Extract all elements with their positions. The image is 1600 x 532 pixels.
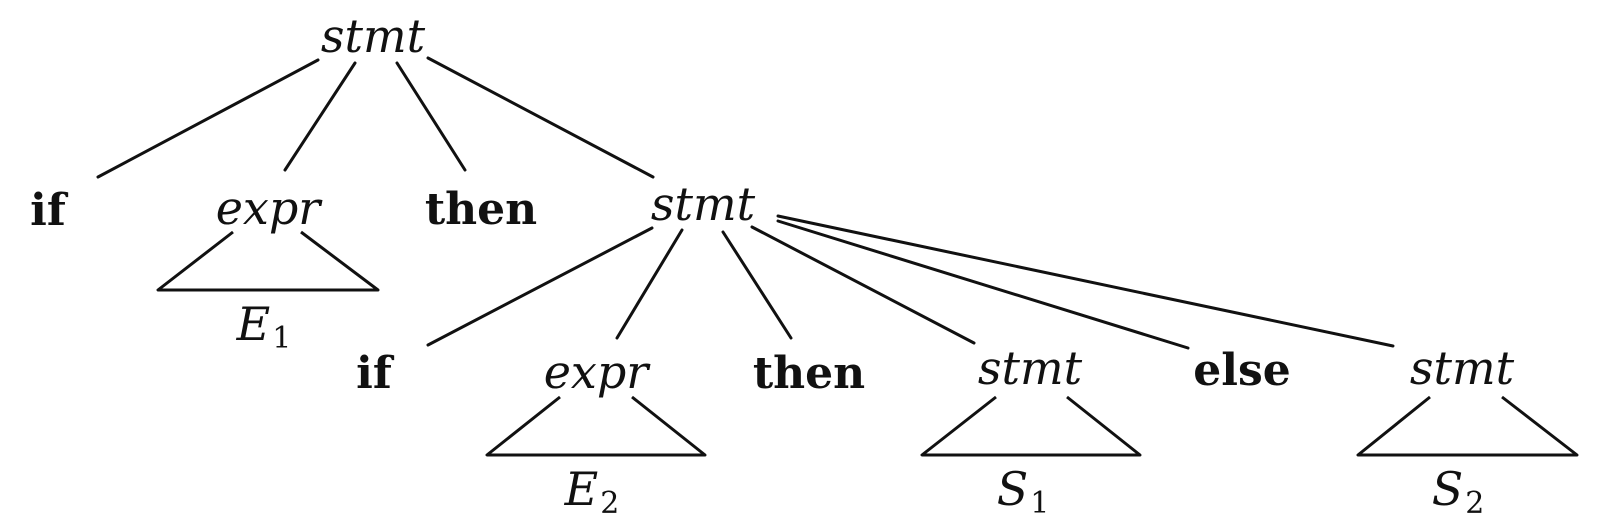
node-inner-stmt: stmt	[651, 177, 756, 231]
subtree-label-e2: E2	[564, 462, 620, 521]
node-stmt-s2: stmt	[1410, 341, 1515, 395]
edge-inner-expr	[615, 228, 684, 340]
subtree-label-s2: S2	[1432, 462, 1485, 521]
node-then-1: then	[425, 184, 537, 235]
node-expr-1: expr	[216, 181, 324, 235]
subtree-triangle-s1	[920, 395, 1142, 457]
subtree-triangle-e1	[156, 230, 380, 292]
edge-inner-else	[776, 219, 1190, 350]
node-if-1: if	[30, 185, 69, 236]
node-then-2: then	[753, 348, 865, 399]
node-expr-2: expr	[544, 345, 652, 399]
subtree-triangle-e2	[485, 395, 707, 457]
node-root-stmt: stmt	[321, 9, 426, 63]
edge-root-then	[395, 61, 467, 172]
edge-root-stmt	[426, 56, 655, 179]
node-else: else	[1193, 345, 1290, 396]
node-if-2: if	[356, 348, 395, 399]
edge-root-if	[96, 58, 320, 179]
subtree-label-s1: S1	[997, 462, 1050, 521]
edge-inner-if	[426, 226, 654, 347]
subtree-label-e1: E1	[236, 297, 292, 356]
edge-inner-then	[721, 230, 793, 340]
edge-inner-stmt	[750, 225, 976, 345]
edge-inner-stmt2	[776, 214, 1395, 348]
node-stmt-s1: stmt	[978, 341, 1083, 395]
edge-root-expr	[283, 61, 357, 172]
subtree-triangle-s2	[1356, 395, 1579, 457]
